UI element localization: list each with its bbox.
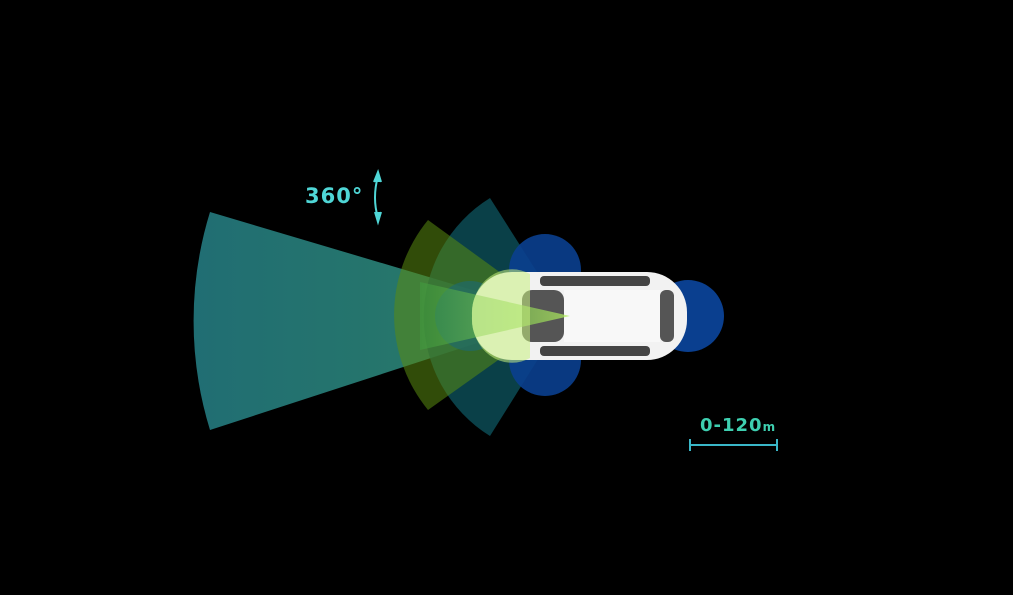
range-value: 0-120 <box>700 415 763 436</box>
long-range-radar-sector <box>193 212 560 430</box>
range-unit: m <box>762 420 777 434</box>
front-highlight <box>471 269 530 363</box>
rotation-label: 360° <box>305 184 364 208</box>
rotation-arrow-icon <box>373 168 382 226</box>
range-scale-bar <box>689 439 778 451</box>
range-label: 0-120m <box>700 415 776 436</box>
